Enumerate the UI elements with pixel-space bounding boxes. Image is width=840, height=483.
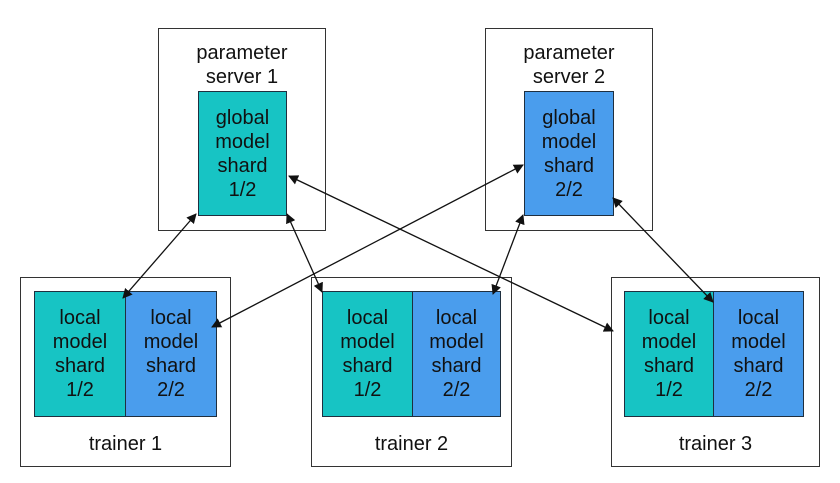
trainer-2-label: trainer 2 (374, 433, 449, 455)
trainer-1-local-shard-2: local model shard 2/2 (125, 291, 217, 417)
trainer-3-local-shard-2: local model shard 2/2 (713, 291, 804, 417)
trainer-3-local-shard-1: local model shard 1/2 (624, 291, 714, 417)
trainer-1-label: trainer 1 (88, 433, 163, 455)
trainer-2-box: local model shard 1/2 local model shard … (311, 277, 512, 467)
trainer-2-local-shard-1: local model shard 1/2 (322, 291, 413, 417)
trainer-3-box: local model shard 1/2 local model shard … (611, 277, 820, 467)
trainer-3-label: trainer 3 (678, 433, 753, 455)
parameter-server-1-label: parameter server 1 (196, 42, 288, 88)
parameter-server-1-box: parameter server 1 global model shard 1/… (158, 28, 326, 231)
global-model-shard-1: global model shard 1/2 (198, 91, 287, 216)
trainer-1-box: local model shard 1/2 local model shard … (20, 277, 231, 467)
parameter-server-2-box: parameter server 2 global model shard 2/… (485, 28, 653, 231)
parameter-server-2-label: parameter server 2 (523, 42, 615, 88)
trainer-2-local-shard-2: local model shard 2/2 (412, 291, 501, 417)
trainer-1-local-shard-1: local model shard 1/2 (34, 291, 126, 417)
global-model-shard-2: global model shard 2/2 (524, 91, 614, 216)
